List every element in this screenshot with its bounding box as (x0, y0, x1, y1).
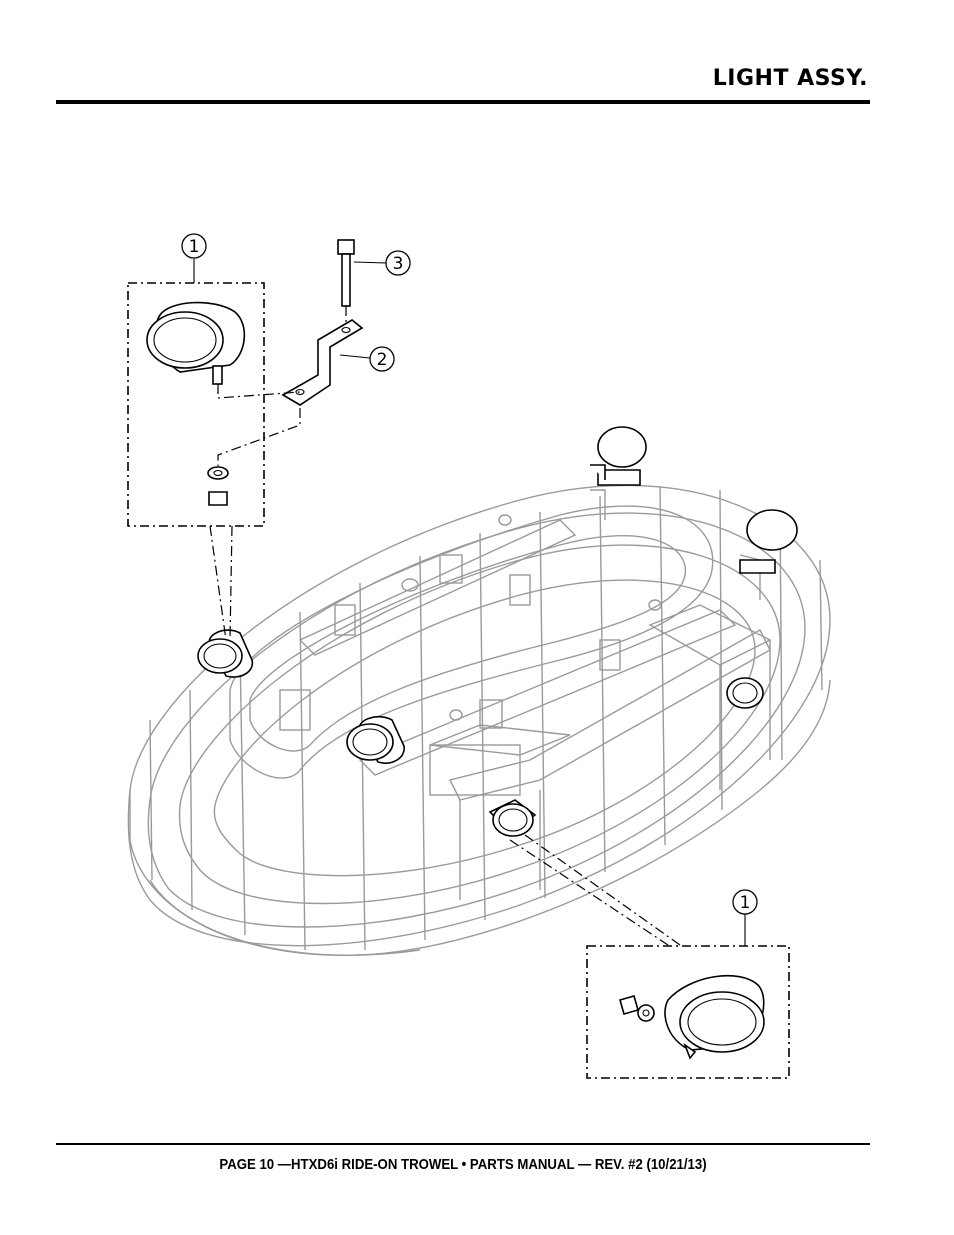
nut-bottom (619, 995, 639, 1015)
light-assembly-box-bottom (586, 945, 790, 1079)
mounted-light-rear-top (590, 426, 647, 486)
light-bracket (281, 319, 364, 406)
callout-1-top: 1 (181, 233, 207, 283)
mounted-light-right (726, 677, 764, 709)
mounted-light-lower-center (488, 799, 537, 837)
callout-2: 2 (339, 346, 395, 372)
washer-bottom (637, 1004, 655, 1022)
exploded-light-bottom (664, 974, 765, 1060)
page-title: LIGHT ASSY. (712, 66, 868, 91)
svg-text:3: 3 (393, 254, 404, 274)
page-footer: PAGE 10 —HTXD6i RIDE-ON TROWEL • PARTS M… (219, 1156, 707, 1173)
mounted-light-front-left (197, 629, 254, 678)
svg-text:1: 1 (740, 893, 751, 913)
trowel-frame (127, 484, 831, 956)
washer (207, 466, 229, 480)
nut (208, 491, 228, 506)
svg-text:1: 1 (189, 237, 200, 257)
callout-3: 3 (353, 250, 411, 276)
footer-rule (56, 1143, 870, 1145)
callout-1-bottom: 1 (732, 889, 758, 946)
bolt (337, 239, 355, 307)
exploded-light-top (146, 301, 246, 385)
header-rule (56, 100, 870, 104)
svg-text:2: 2 (377, 350, 388, 370)
mounted-light-rear-right (739, 509, 798, 574)
mounted-light-front-center (346, 715, 405, 764)
